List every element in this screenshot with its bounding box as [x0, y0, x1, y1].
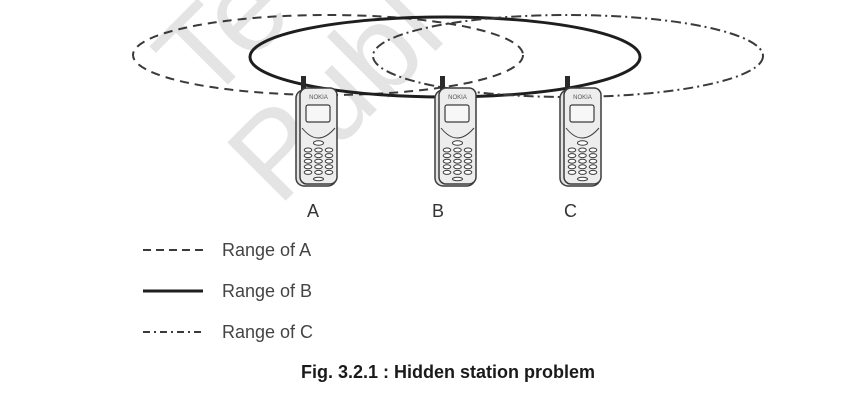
legend-label-range-b: Range of B	[222, 281, 312, 301]
phone-key	[567, 158, 577, 164]
legend: Range of A Range of B Range of C	[143, 240, 313, 342]
phone-nav-key	[452, 140, 463, 146]
station-label-b: B	[432, 201, 444, 221]
phone-key	[442, 158, 452, 164]
phone-key	[303, 169, 313, 175]
phone-key	[567, 164, 577, 170]
phone-key	[588, 164, 598, 170]
phone-mic	[313, 176, 324, 182]
phone-face-curve	[565, 127, 600, 139]
phone-key	[463, 153, 473, 159]
phone-key	[578, 153, 587, 159]
phone-station-c: NOKIA	[559, 76, 602, 187]
phone-key	[463, 158, 473, 164]
phone-screen	[444, 104, 470, 123]
legend-label-range-c: Range of C	[222, 322, 313, 342]
phone-key	[453, 147, 462, 153]
phone-key	[578, 147, 587, 153]
phone-antenna	[565, 76, 570, 94]
phone-key	[463, 169, 473, 175]
station-label-c: C	[564, 201, 577, 221]
phone-key	[324, 153, 334, 159]
phone-key	[303, 153, 313, 159]
phone-key	[324, 164, 334, 170]
phone-key	[567, 153, 577, 159]
phone-face-curve	[440, 127, 475, 139]
stations: NOKIA NOKIA NOKIA	[295, 76, 602, 187]
phone-key	[303, 164, 313, 170]
legend-item-range-b: Range of B	[143, 281, 312, 301]
phone-body	[563, 87, 602, 185]
phone-station-a: NOKIA	[295, 76, 338, 187]
legend-label-range-a: Range of A	[222, 240, 311, 260]
phone-key	[442, 147, 452, 153]
phone-station-b: NOKIA	[434, 76, 477, 187]
phone-key	[324, 158, 334, 164]
phone-key	[453, 153, 462, 159]
phone-antenna	[301, 76, 306, 94]
figure-caption: Fig. 3.2.1 : Hidden station problem	[301, 362, 595, 382]
phone-key	[463, 164, 473, 170]
phone-key	[567, 169, 577, 175]
phone-key	[453, 164, 462, 170]
phone-screen	[569, 104, 595, 123]
phone-key	[567, 147, 577, 153]
phone-key	[453, 169, 462, 175]
phone-body	[299, 87, 338, 185]
phone-key	[303, 147, 313, 153]
station-label-a: A	[307, 201, 319, 221]
phone-key	[314, 147, 323, 153]
phone-key	[588, 158, 598, 164]
phone-key	[578, 169, 587, 175]
phone-brand: NOKIA	[309, 95, 328, 101]
phone-body	[438, 87, 477, 185]
phone-key	[463, 147, 473, 153]
phone-key	[588, 153, 598, 159]
phone-key	[578, 164, 587, 170]
phone-key	[453, 158, 462, 164]
phone-key	[578, 158, 587, 164]
phone-key	[442, 153, 452, 159]
phone-key	[324, 147, 334, 153]
phone-key	[324, 169, 334, 175]
phone-key	[314, 158, 323, 164]
phone-mic	[452, 176, 463, 182]
phone-brand: NOKIA	[448, 95, 467, 101]
phone-key	[442, 169, 452, 175]
phone-key	[314, 153, 323, 159]
phone-key	[314, 169, 323, 175]
phone-nav-key	[577, 140, 588, 146]
phone-key	[303, 158, 313, 164]
phone-antenna	[440, 76, 445, 94]
phone-key	[588, 169, 598, 175]
phone-screen	[305, 104, 331, 123]
phone-brand: NOKIA	[573, 95, 592, 101]
phone-nav-key	[313, 140, 324, 146]
legend-item-range-c: Range of C	[143, 322, 313, 342]
phone-key	[314, 164, 323, 170]
phone-key	[588, 147, 598, 153]
legend-item-range-a: Range of A	[143, 240, 311, 260]
phone-face-curve	[301, 127, 336, 139]
phone-mic	[577, 176, 588, 182]
range-ellipse-a	[132, 14, 524, 96]
phone-key	[442, 164, 452, 170]
